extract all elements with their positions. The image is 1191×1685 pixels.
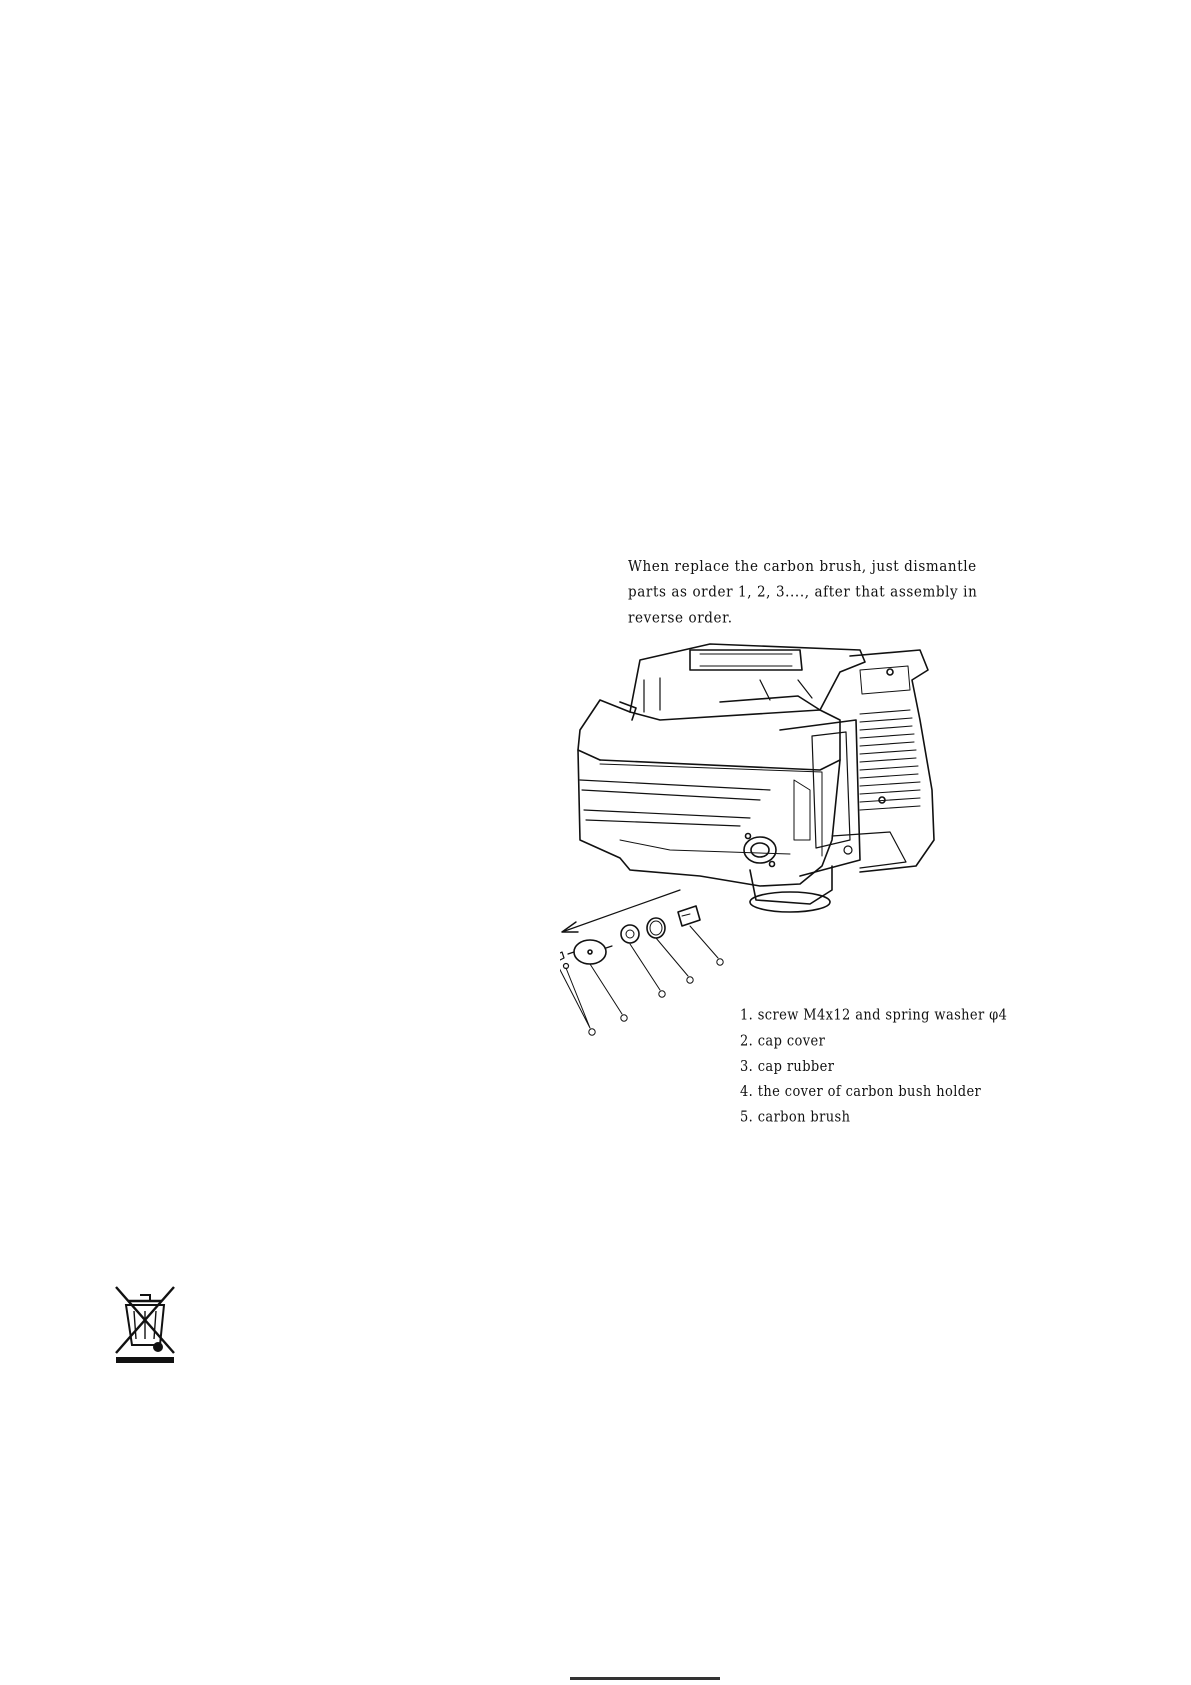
- page-edge-divider: [570, 1677, 720, 1681]
- parts-list: 1. screw M4x12 and spring washer φ4 2. c…: [740, 1004, 1000, 1132]
- list-item: 4. the cover of carbon bush holder: [740, 1081, 1000, 1107]
- list-item: 2. cap cover: [740, 1030, 1000, 1056]
- list-item: 5. carbon brush: [740, 1106, 1000, 1132]
- instruction-line: reverse order.: [628, 606, 948, 632]
- list-item: 1. screw M4x12 and spring washer φ4: [740, 1004, 1000, 1030]
- crossed-out-wheelie-bin-icon: [110, 1285, 180, 1365]
- carbon-brush-instruction: When replace the carbon brush, just dism…: [628, 554, 948, 631]
- instruction-line: parts as order 1, 2, 3...., after that a…: [628, 580, 948, 606]
- instruction-line: When replace the carbon brush, just dism…: [628, 554, 948, 580]
- list-item: 3. cap rubber: [740, 1055, 1000, 1081]
